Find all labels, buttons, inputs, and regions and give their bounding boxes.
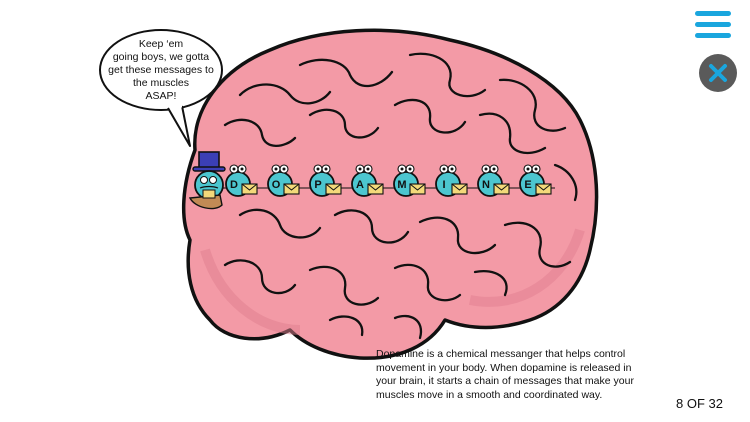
dopamine-molecule-character: P: [309, 164, 342, 197]
page-caption: Dopamine is a chemical messanger that he…: [376, 348, 634, 401]
molecule-letter: A: [356, 179, 364, 191]
envelope-icon: [535, 183, 552, 195]
speech-bubble-shape: [99, 29, 223, 147]
envelope-icon: [367, 183, 384, 195]
molecule-letter: I: [442, 179, 445, 191]
envelope-icon: [409, 183, 426, 195]
menu-icon-bar: [695, 11, 731, 16]
close-icon: [709, 64, 727, 82]
menu-icon-bar: [695, 22, 731, 27]
envelope-icon: [241, 183, 258, 195]
dopamine-molecule-character: M: [393, 164, 426, 197]
molecule-letter: N: [482, 179, 490, 191]
dopamine-molecule-character: I: [435, 164, 468, 197]
dopamine-molecule-character: N: [477, 164, 510, 197]
molecule-letter: D: [230, 179, 238, 191]
speech-bubble: Keep ‘em going boys, we gotta get these …: [98, 28, 224, 147]
molecule-letter: P: [314, 179, 321, 191]
close-button[interactable]: [699, 54, 737, 92]
dopamine-molecule-character: A: [351, 164, 384, 197]
molecule-letter: O: [272, 179, 281, 191]
envelope-icon: [325, 183, 342, 195]
conductor-character: [188, 151, 226, 210]
page-indicator: 8 OF 32: [676, 396, 723, 411]
menu-icon-bar: [695, 33, 731, 38]
dopamine-molecule-character: D: [225, 164, 258, 197]
envelope-icon: [451, 183, 468, 195]
speech-bubble-text: Keep ‘em going boys, we gotta get these …: [108, 38, 214, 102]
hamburger-menu-button[interactable]: [695, 9, 731, 41]
envelope-icon: [493, 183, 510, 195]
molecule-letter: M: [397, 179, 406, 191]
envelope-icon: [283, 183, 300, 195]
dopamine-molecule-character: O: [267, 164, 300, 197]
molecule-letter: E: [524, 179, 531, 191]
dopamine-molecule-character: E: [519, 164, 552, 197]
